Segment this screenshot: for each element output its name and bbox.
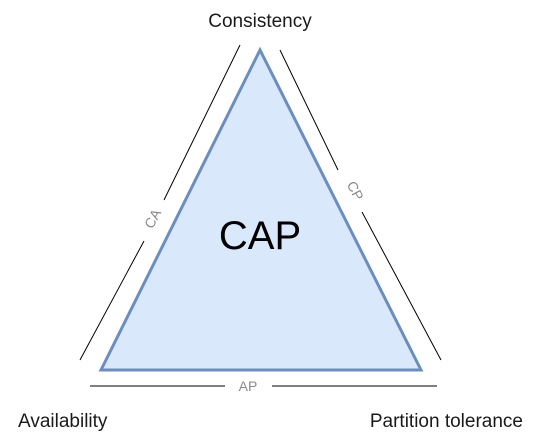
center-label: CAP [219, 214, 301, 258]
side-line-left-upper [163, 44, 241, 201]
vertex-label-partition-tolerance: Partition tolerance [370, 411, 523, 432]
vertex-label-availability: Availability [18, 411, 108, 432]
cap-triangle [98, 46, 424, 372]
side-label-ca: CA [141, 206, 165, 231]
side-line-right-lower [361, 211, 442, 361]
side-line-right-upper [279, 49, 339, 171]
side-label-ap: AP [239, 378, 258, 394]
side-line-left-lower [79, 240, 145, 361]
side-label-cp: CP [344, 178, 367, 203]
vertex-label-consistency: Consistency [208, 11, 312, 32]
